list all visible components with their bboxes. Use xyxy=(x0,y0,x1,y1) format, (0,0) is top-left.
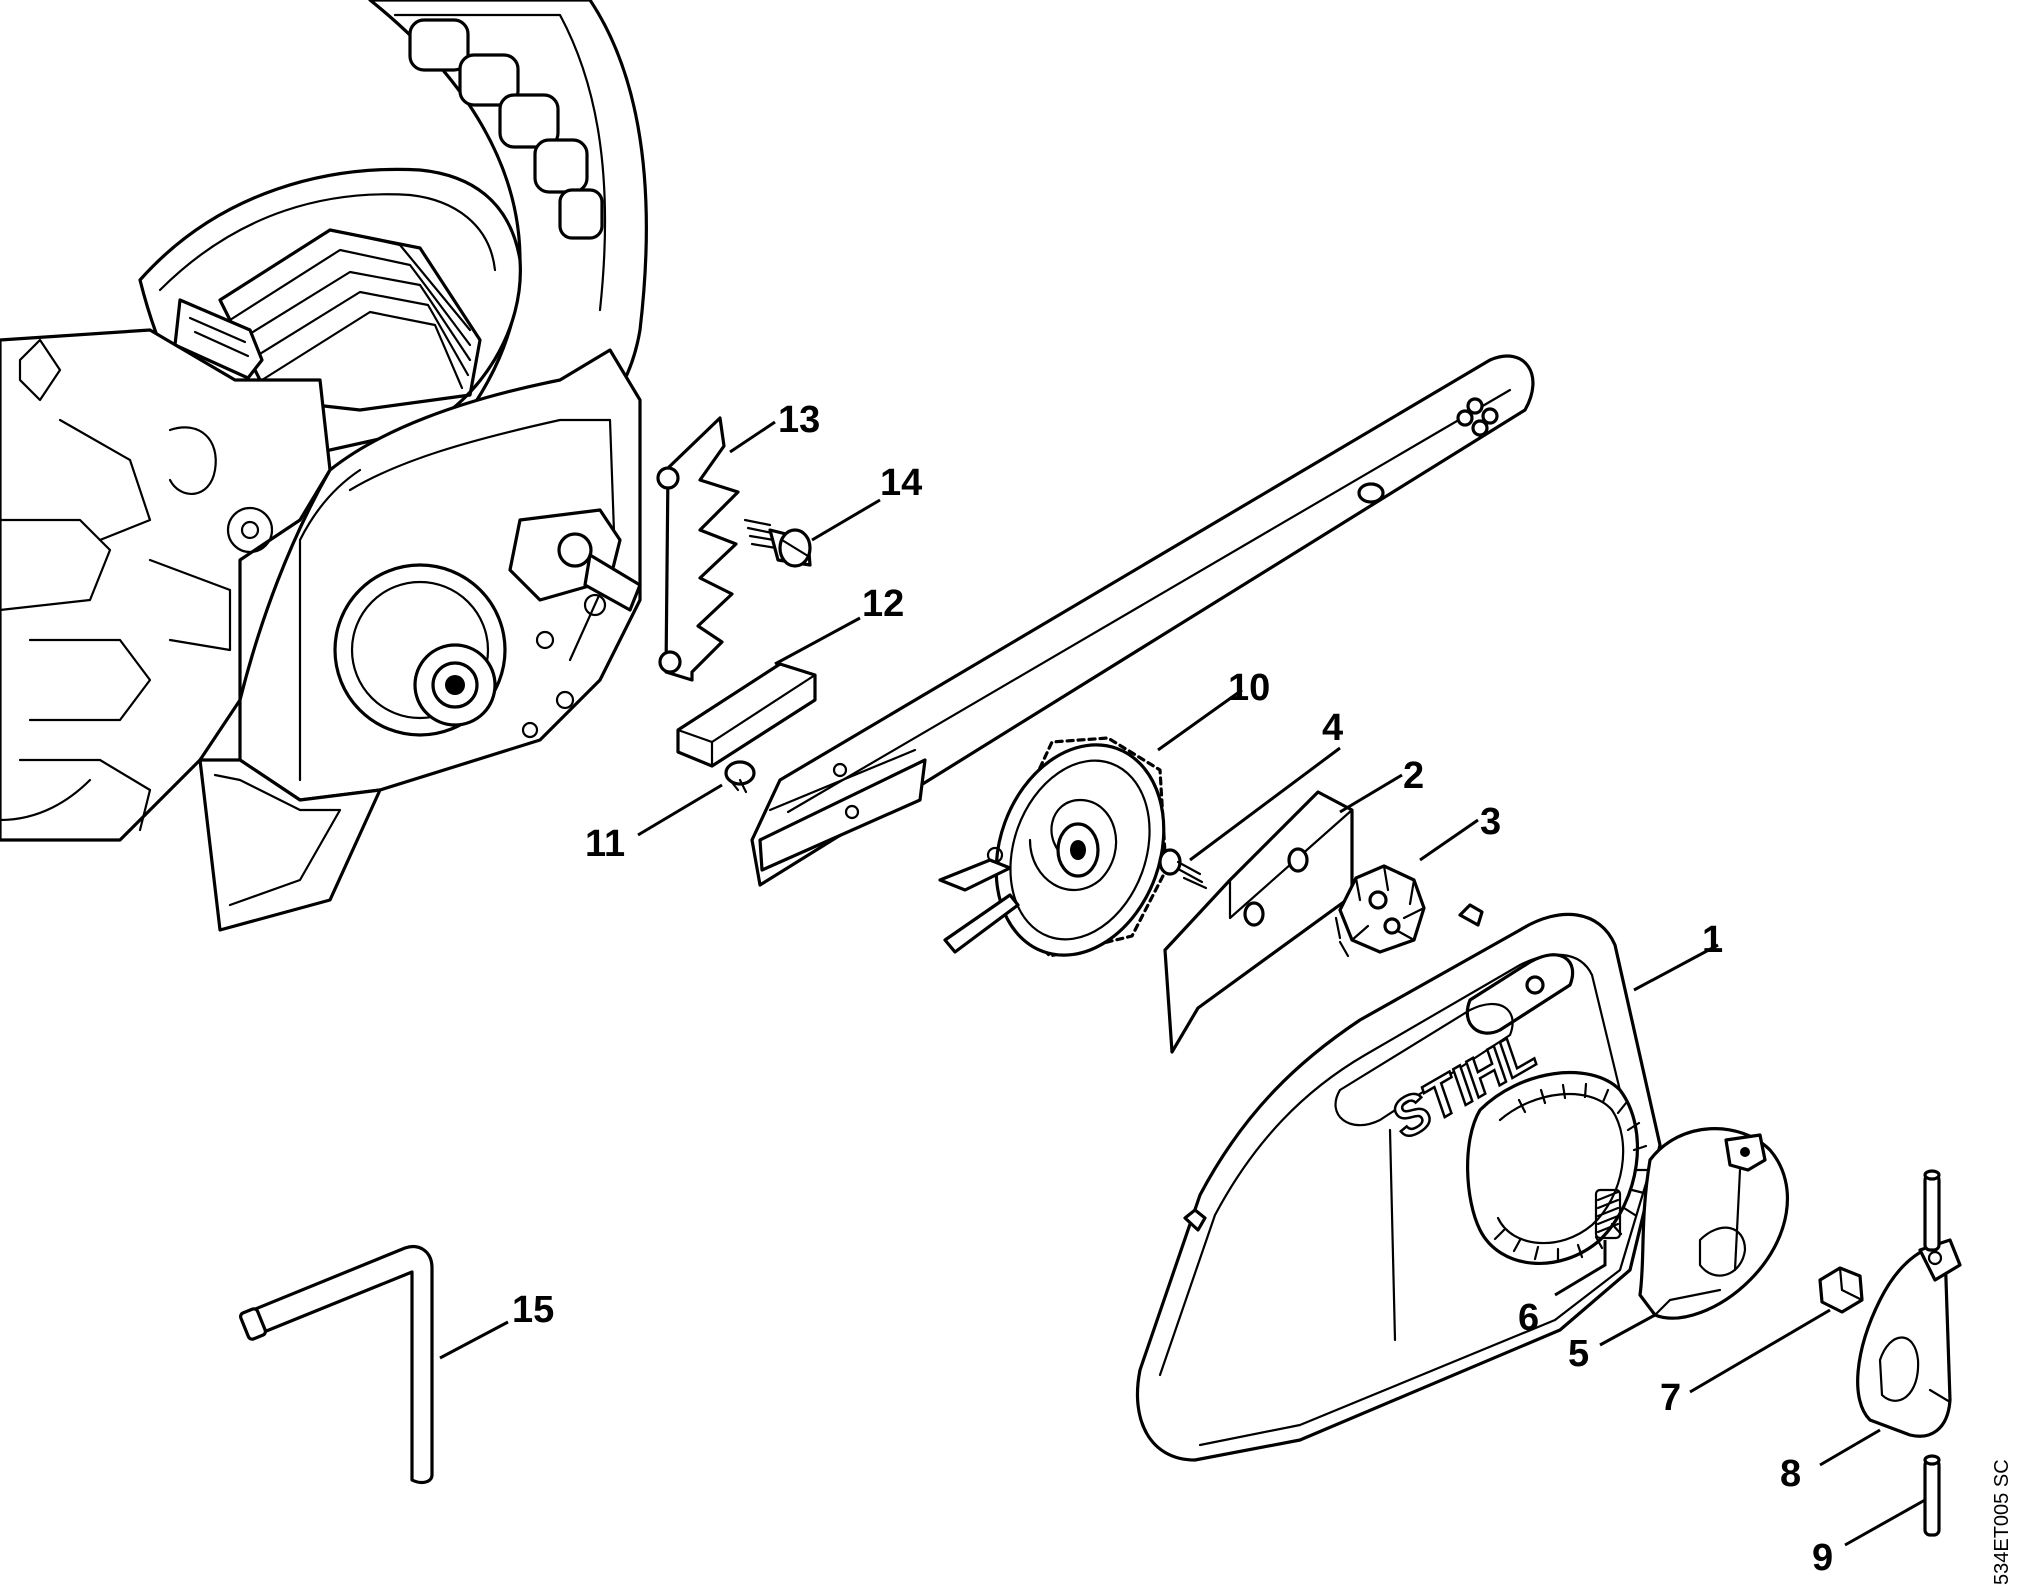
callout-2: 2 xyxy=(1403,755,1424,797)
guide-plate-part-2 xyxy=(1163,790,1354,1054)
callout-leaders xyxy=(439,420,1926,1547)
screw-part-4 xyxy=(1158,848,1208,890)
callout-12: 12 xyxy=(862,583,904,625)
callout-3: 3 xyxy=(1480,801,1501,843)
spring-part-6 xyxy=(1594,1188,1622,1240)
catch-part-5 xyxy=(1638,1127,1790,1320)
callout-15: 15 xyxy=(512,1289,554,1331)
callout-5: 5 xyxy=(1568,1333,1589,1375)
spiked-bumper-part-13 xyxy=(656,416,740,682)
nut-part-3 xyxy=(1334,864,1426,958)
insert-part-7 xyxy=(1818,1266,1864,1314)
callout-11: 11 xyxy=(585,823,625,865)
lever-part-8 xyxy=(1856,1238,1962,1438)
saw-housing xyxy=(0,0,648,932)
callout-1: 1 xyxy=(1702,919,1723,961)
combination-wrench-part-15 xyxy=(239,1245,434,1485)
callout-14: 14 xyxy=(880,462,922,504)
slider-part-12 xyxy=(676,662,817,768)
callout-8: 8 xyxy=(1780,1453,1801,1495)
drawing-code: 534ET005 SC xyxy=(1991,1459,2013,1585)
callout-13: 13 xyxy=(778,399,820,441)
chain-sprocket-cover-part-1: STIHL xyxy=(1135,903,1662,1462)
callout-9: 9 xyxy=(1812,1537,1833,1579)
callout-labels: 1 2 3 4 5 6 7 8 9 10 11 12 13 14 15 xyxy=(512,399,1833,1579)
callout-4: 4 xyxy=(1322,707,1343,749)
screw-part-14 xyxy=(743,518,812,568)
callout-6: 6 xyxy=(1518,1297,1539,1339)
callout-10: 10 xyxy=(1228,667,1270,709)
callout-7: 7 xyxy=(1660,1377,1681,1419)
tensioner-gear-part-10 xyxy=(938,736,1168,958)
pin-part-9 xyxy=(1923,1169,1941,1537)
screw-part-11 xyxy=(724,760,756,794)
guide-bar xyxy=(750,354,1535,887)
